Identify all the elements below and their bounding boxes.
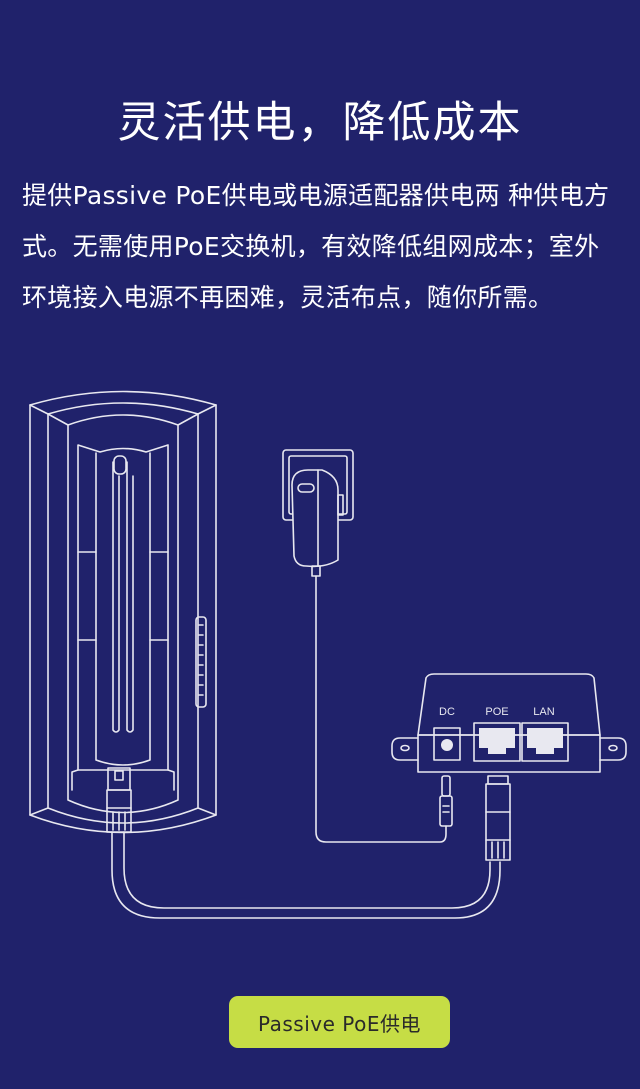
passive-poe-button[interactable]: Passive PoE供电: [229, 996, 450, 1048]
outdoor-access-point-icon: [29, 390, 217, 834]
page-title: 灵活供电，降低成本: [117, 98, 523, 148]
poe-port-label: POE: [485, 706, 508, 718]
power-adapter-icon: [282, 449, 453, 843]
description-text: 提供Passive PoE供电或电源适配器供电两 种供电方式。无需使用PoE交换…: [22, 181, 610, 312]
lan-port-label: LAN: [533, 706, 554, 718]
poe-wiring-illustration: DC POE LAN: [0, 380, 640, 940]
ethernet-cable: [111, 831, 501, 919]
poe-injector-icon: DC POE LAN: [391, 673, 627, 861]
dc-port-label: DC: [439, 706, 455, 718]
